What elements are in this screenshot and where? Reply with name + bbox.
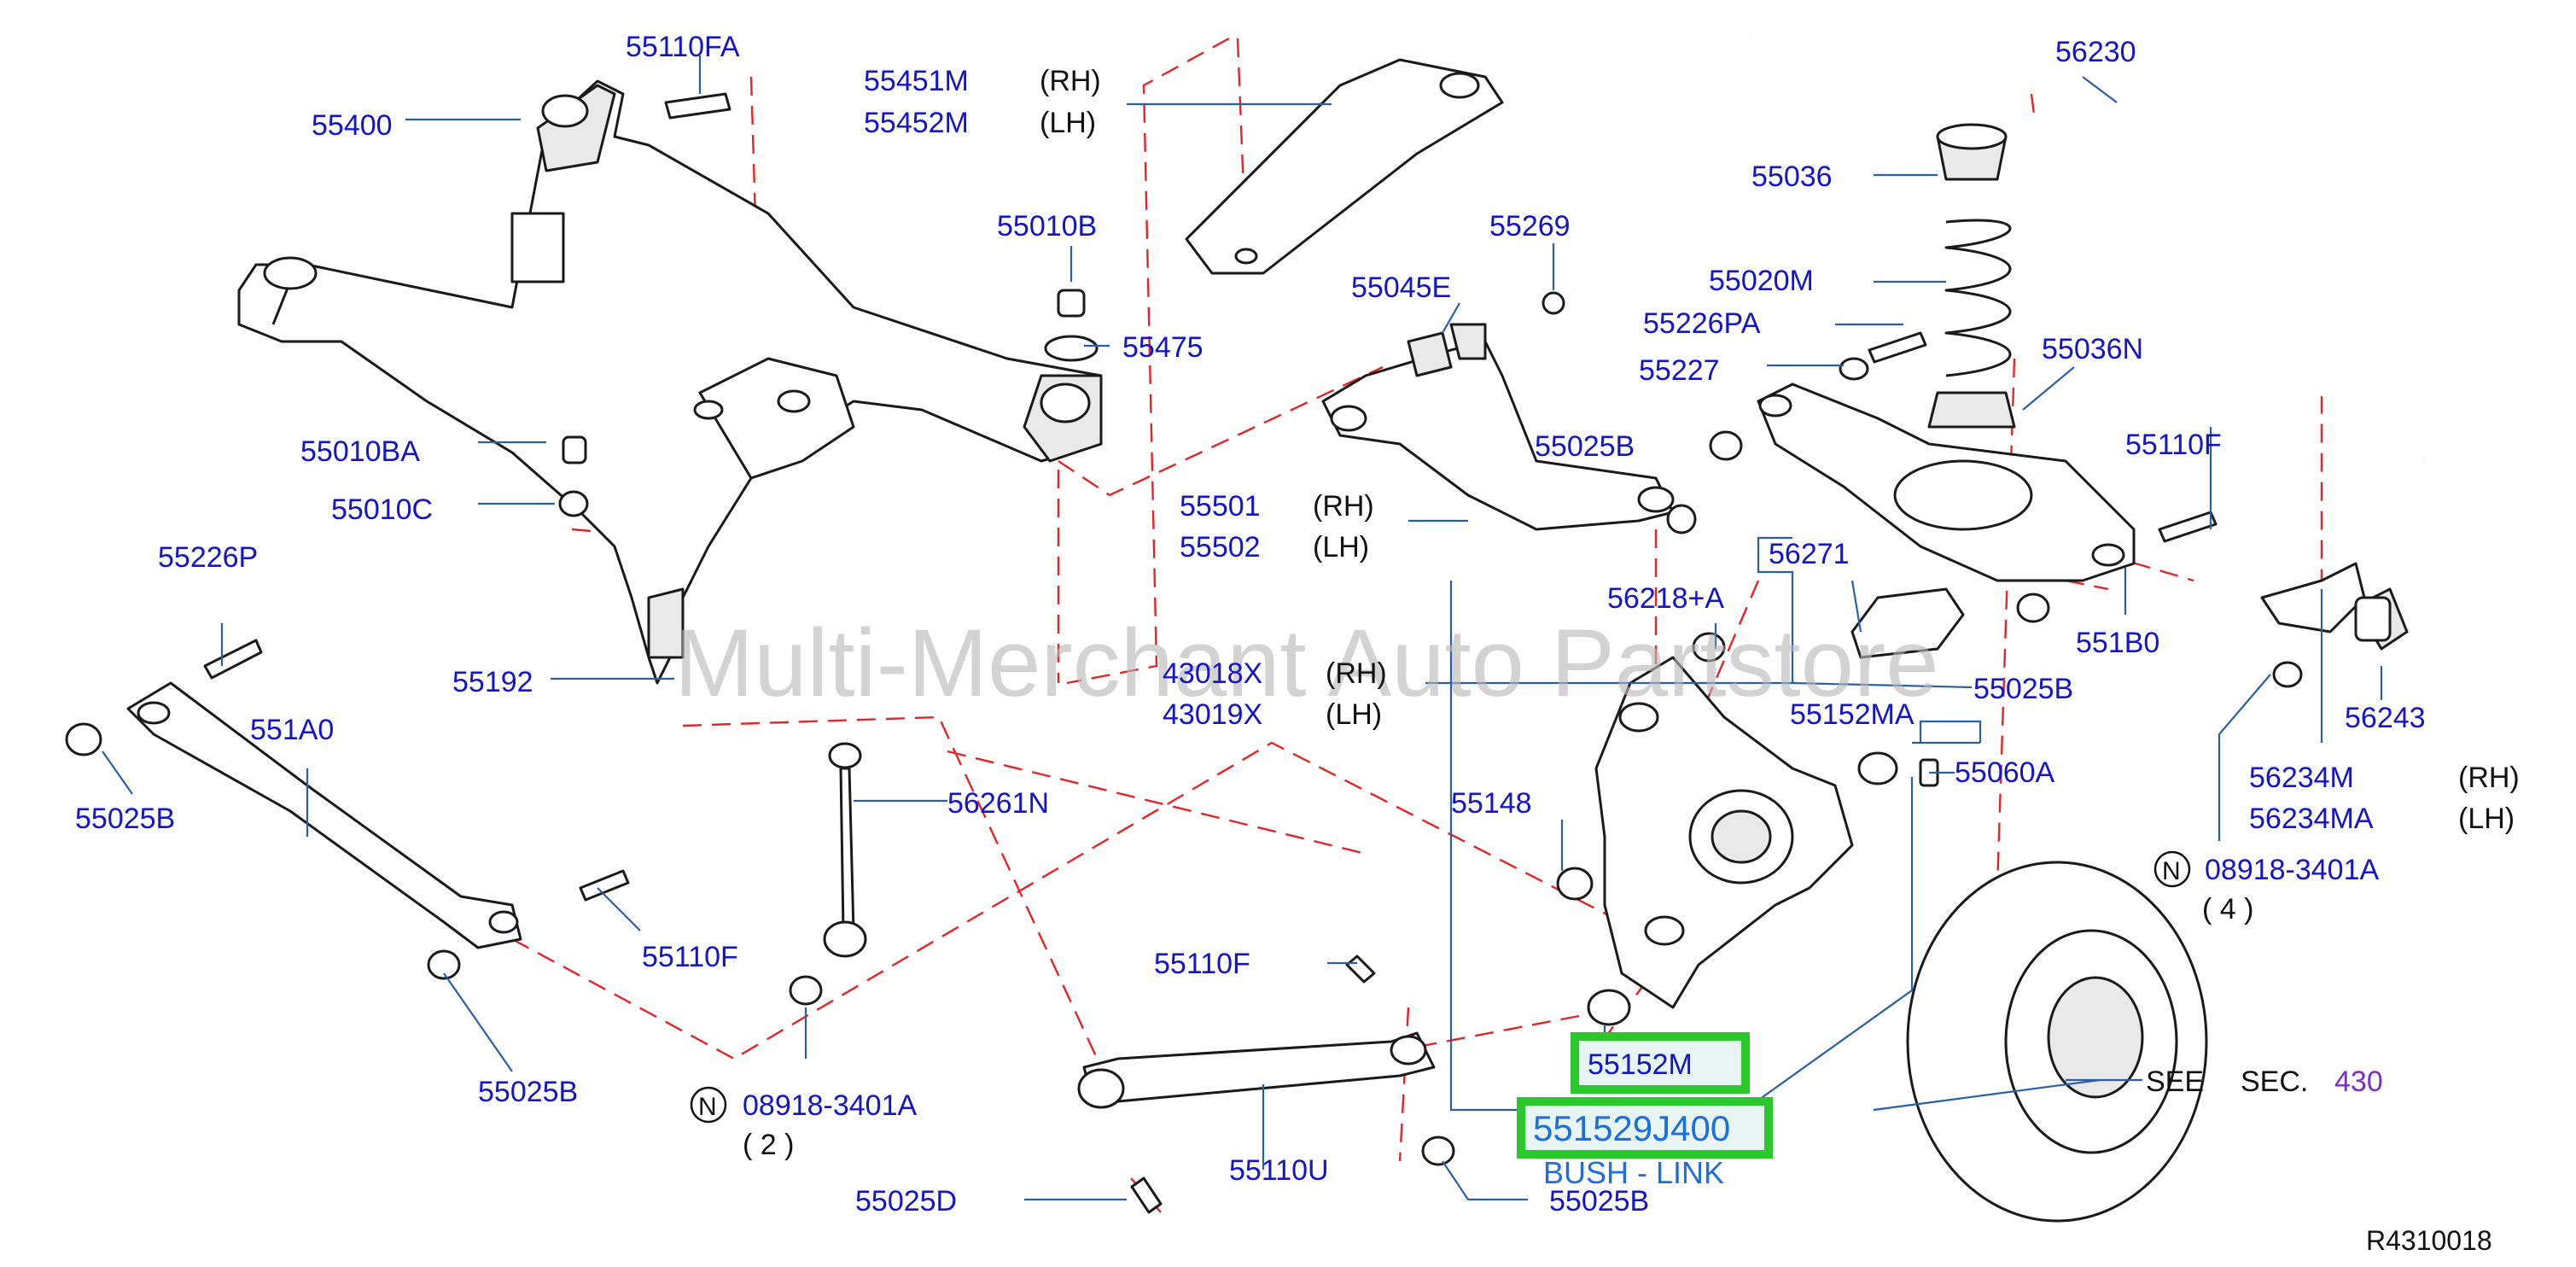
label-55010ba[interactable]: 55010BA xyxy=(300,435,420,468)
label-55152ma[interactable]: 55152MA xyxy=(1790,698,1915,731)
rear-lateral-link-551a0 xyxy=(126,681,522,949)
part-labels: 55110FA 55400 55451M (RH) 55452M (LH) 56… xyxy=(75,31,2520,1256)
n-symbol-2-label: N xyxy=(698,1093,717,1121)
label-bush-link: BUSH - LINK xyxy=(1543,1155,1724,1190)
label-55152m[interactable]: 55152M xyxy=(1588,1048,1693,1081)
label-43018x[interactable]: 43018X xyxy=(1163,657,1262,690)
label-56230[interactable]: 56230 xyxy=(2055,36,2136,68)
n-symbol-1 xyxy=(2153,850,2191,888)
label-551a0[interactable]: 551A0 xyxy=(250,714,334,746)
label-55110f-b[interactable]: 55110F xyxy=(642,941,738,973)
stabilizer-bar-56230 xyxy=(1746,32,2426,464)
label-55060a[interactable]: 55060A xyxy=(1955,756,2055,789)
label-551529j400[interactable]: 551529J400 xyxy=(1533,1108,1730,1148)
label-qty-4: ( 4 ) xyxy=(2202,893,2253,925)
label-55036n[interactable]: 55036N xyxy=(2042,333,2143,365)
label-55110f-c[interactable]: 55110F xyxy=(1154,948,1250,980)
label-55010b[interactable]: 55010B xyxy=(997,210,1097,242)
label-lh-4: (LH) xyxy=(2458,803,2515,835)
label-55501[interactable]: 55501 xyxy=(1180,490,1261,523)
n-symbol-2 xyxy=(690,1086,727,1124)
label-see: SEE xyxy=(2146,1066,2204,1098)
diagram-reference-code: R4310018 xyxy=(2366,1225,2492,1256)
brake-disc-rotor xyxy=(1906,861,2208,1223)
highlight-box-55152m xyxy=(1571,1032,1750,1094)
label-551b0[interactable]: 551B0 xyxy=(2076,627,2159,659)
label-43019x[interactable]: 43019X xyxy=(1163,698,1262,731)
label-lh-1: (LH) xyxy=(1040,107,1096,139)
label-56234m[interactable]: 56234M xyxy=(2249,762,2354,794)
n-symbol-1-label: N xyxy=(2162,857,2181,885)
stabilizer-link-56261n xyxy=(823,742,867,958)
label-55452m[interactable]: 55452M xyxy=(864,107,969,139)
label-lh-2: (LH) xyxy=(1313,531,1369,563)
label-56243[interactable]: 56243 xyxy=(2345,702,2426,734)
spring-55020m xyxy=(1927,123,2016,429)
highlight-box-551529j400-bg xyxy=(1521,1101,1769,1154)
label-56271[interactable]: 56271 xyxy=(1769,538,1850,570)
label-55192[interactable]: 55192 xyxy=(452,666,533,698)
lower-arm-551b0 xyxy=(1757,382,2136,582)
label-55025b-d[interactable]: 55025B xyxy=(478,1076,578,1108)
link-sec-430[interactable]: 430 xyxy=(2334,1066,2383,1098)
label-55226p[interactable]: 55226P xyxy=(158,541,258,574)
highlight-box-551529j400 xyxy=(1517,1097,1773,1159)
watermark: Multi-Merchant Auto Partstore xyxy=(674,610,1938,716)
label-lh-3: (LH) xyxy=(1326,698,1382,731)
label-55025b-b[interactable]: 55025B xyxy=(1973,673,2073,705)
label-55020m[interactable]: 55020M xyxy=(1709,265,1814,297)
label-55502[interactable]: 55502 xyxy=(1180,531,1261,563)
label-56218-a[interactable]: 56218+A xyxy=(1607,582,1724,615)
label-55400[interactable]: 55400 xyxy=(312,109,393,142)
label-sec: SEC. xyxy=(2241,1066,2308,1098)
label-55025b-a[interactable]: 55025B xyxy=(1535,430,1635,463)
label-55110u[interactable]: 55110U xyxy=(1229,1154,1329,1187)
highlight-box-55152m-bg xyxy=(1575,1036,1746,1089)
label-56261n[interactable]: 56261N xyxy=(947,787,1049,820)
label-55148[interactable]: 55148 xyxy=(1451,787,1532,820)
label-55475[interactable]: 55475 xyxy=(1122,331,1203,364)
label-55010c[interactable]: 55010C xyxy=(331,493,433,526)
label-rh-3: (RH) xyxy=(1326,657,1387,690)
label-55451m[interactable]: 55451M xyxy=(864,65,969,97)
label-08918-3401a-b[interactable]: 08918-3401A xyxy=(743,1089,918,1122)
knuckle-43018x xyxy=(1594,656,1854,1009)
label-08918-3401a-a[interactable]: 08918-3401A xyxy=(2205,854,2380,886)
label-qty-2: ( 2 ) xyxy=(743,1129,794,1161)
label-55045e[interactable]: 55045E xyxy=(1351,272,1451,304)
bracket-56271 xyxy=(1850,587,1965,659)
label-55226pa[interactable]: 55226PA xyxy=(1643,307,1761,340)
label-55110fa[interactable]: 55110FA xyxy=(626,31,740,63)
label-55227[interactable]: 55227 xyxy=(1639,354,1720,387)
upper-arm-55501 xyxy=(1321,323,1675,531)
rear-link-55110u xyxy=(1077,1031,1436,1109)
bracket-55451m xyxy=(1185,58,1504,275)
label-56234ma[interactable]: 56234MA xyxy=(2249,803,2374,835)
rear-suspension-member xyxy=(237,79,1103,685)
label-rh-1: (RH) xyxy=(1040,65,1101,97)
label-rh-4: (RH) xyxy=(2458,762,2520,794)
label-55025b-c[interactable]: 55025B xyxy=(75,803,175,835)
leader-lines xyxy=(102,55,2383,1201)
label-55025d[interactable]: 55025D xyxy=(855,1185,957,1217)
label-55110f-a[interactable]: 55110F xyxy=(2125,429,2222,461)
label-55025b-e[interactable]: 55025B xyxy=(1549,1185,1649,1217)
label-55269[interactable]: 55269 xyxy=(1489,210,1571,242)
label-rh-2: (RH) xyxy=(1313,490,1374,523)
label-55036[interactable]: 55036 xyxy=(1751,161,1833,193)
